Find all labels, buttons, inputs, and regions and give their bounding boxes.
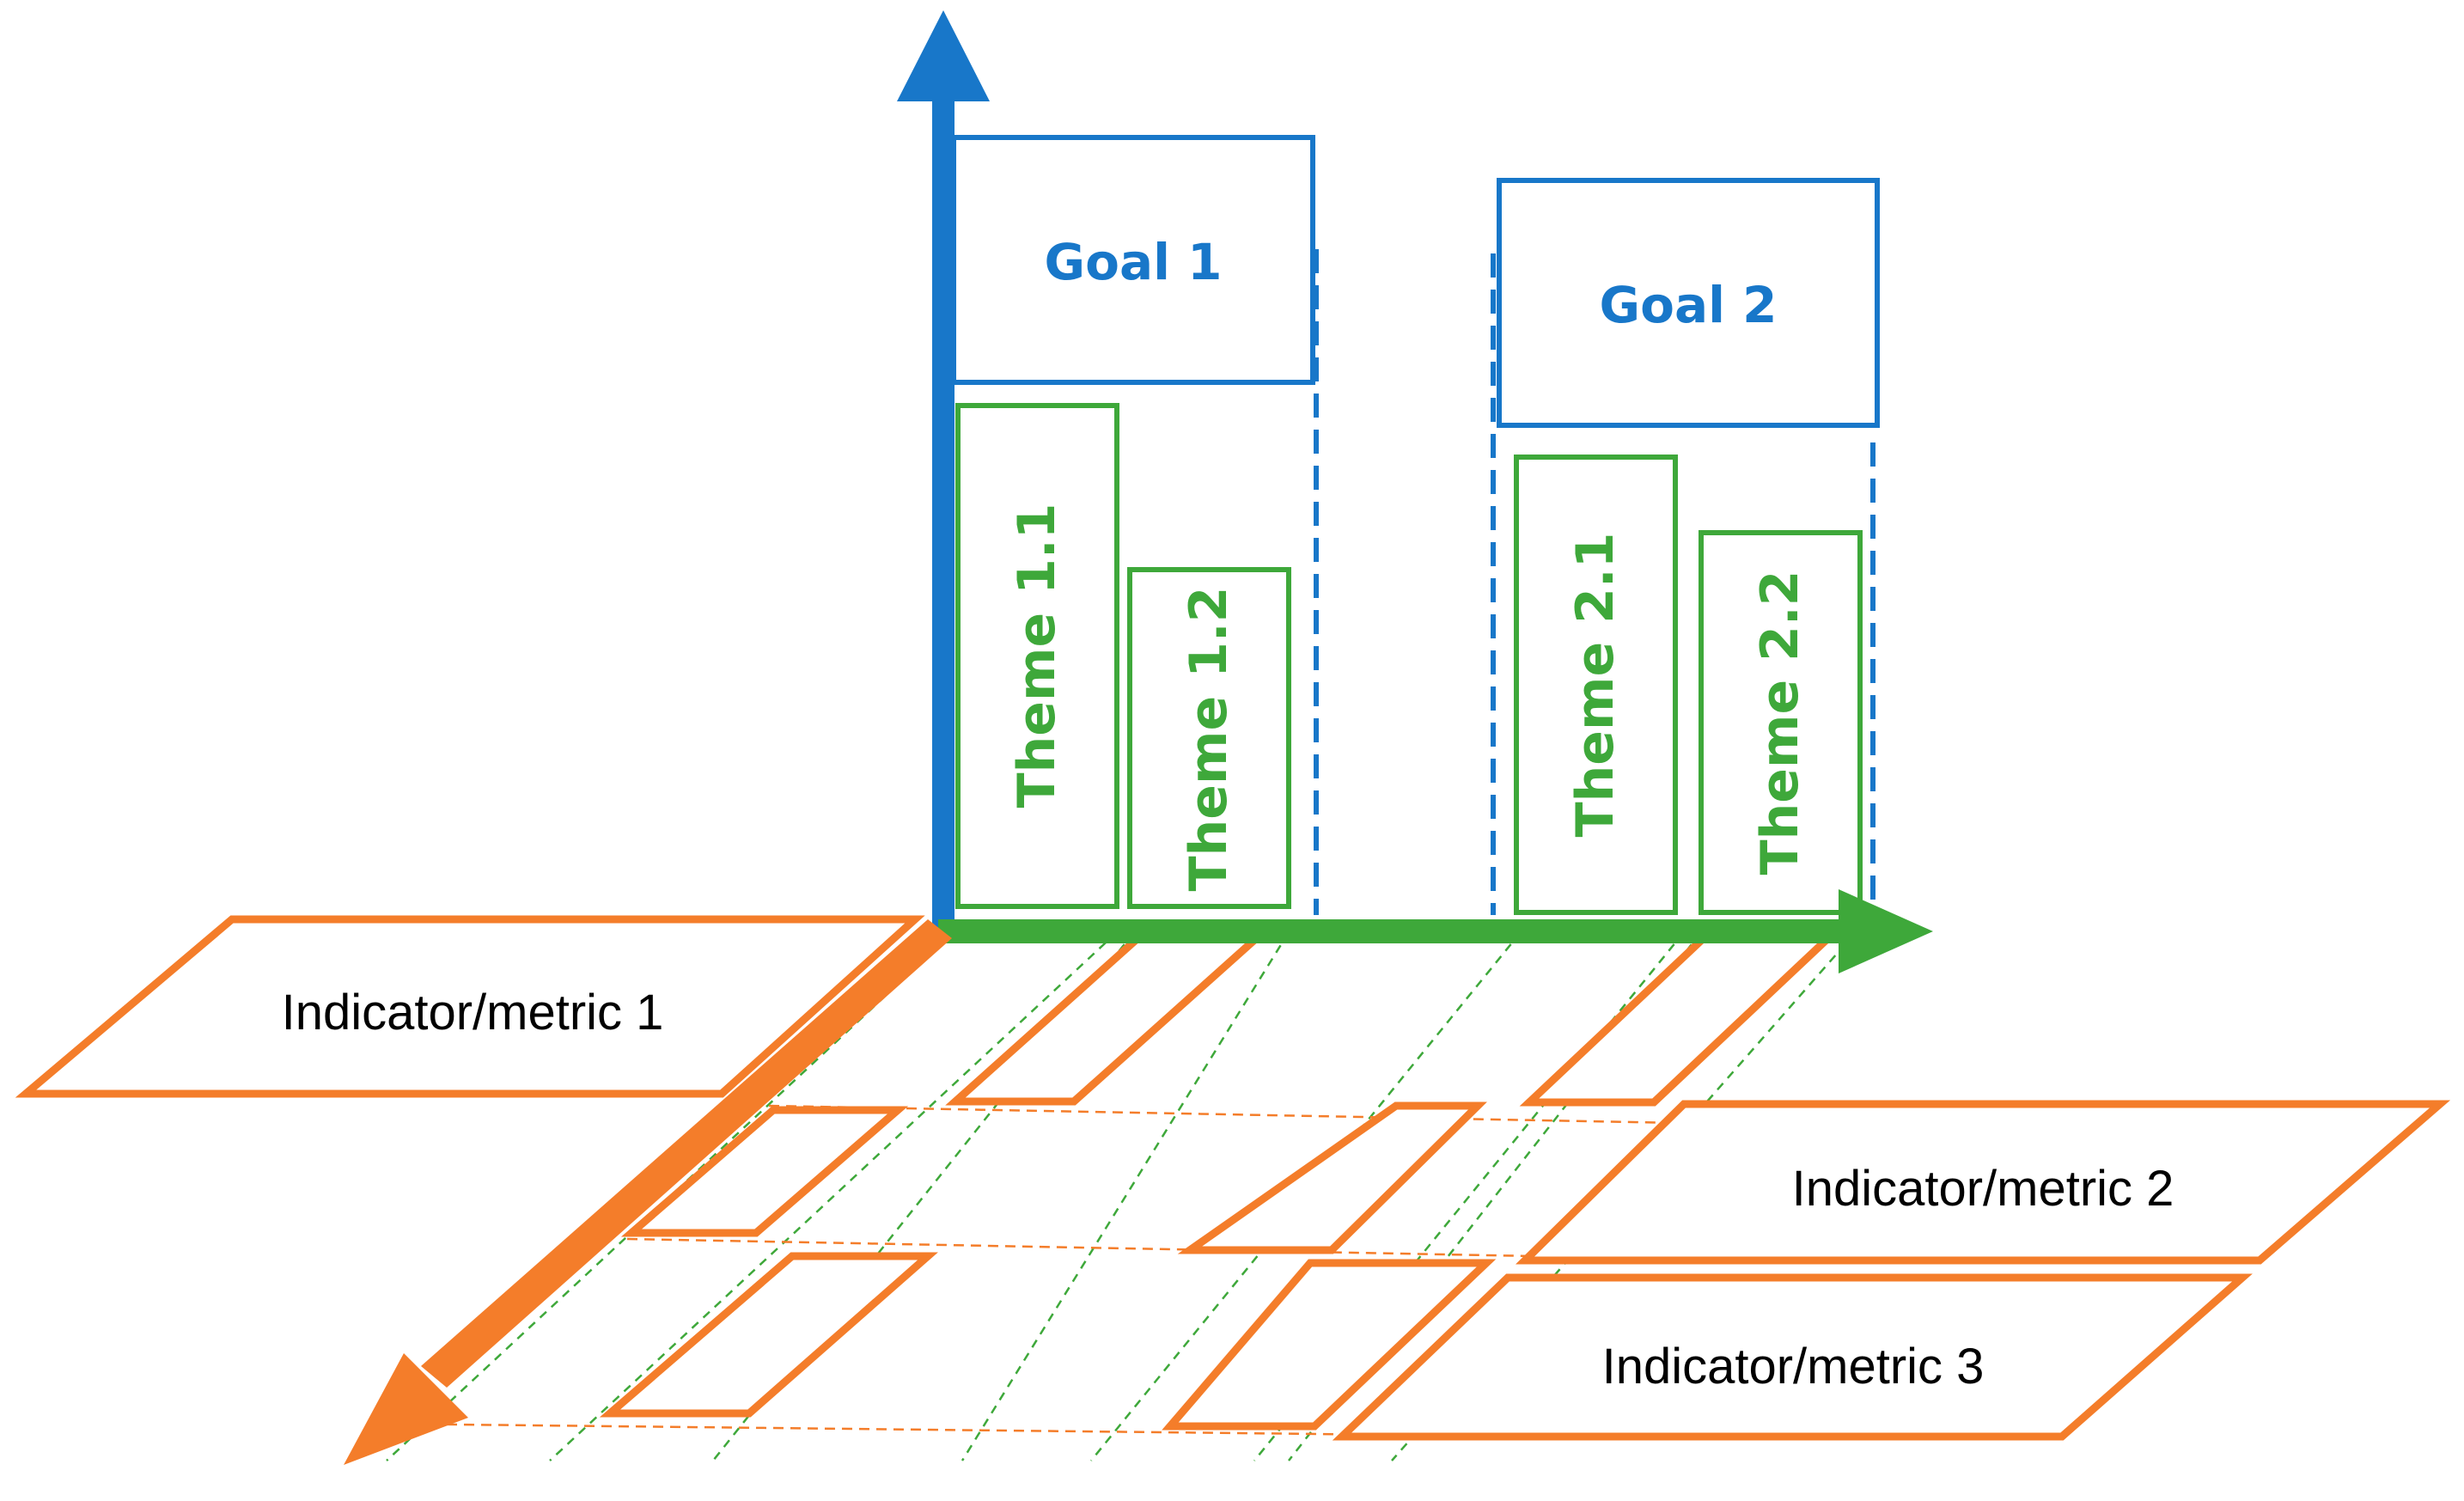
cell-3-theme-1-1 — [599, 1252, 938, 1418]
indicator-box-2: Indicator/metric 2 — [1516, 1100, 2451, 1265]
indicator-box-1: Indicator/metric 1 — [15, 915, 925, 1098]
goal-box-2: Goal 2 — [1497, 178, 1880, 428]
theme-box-1-2: Theme 1.2 — [1127, 567, 1291, 909]
theme-axis-arrow — [938, 889, 1933, 973]
theme-label-1-1: Theme 1.1 — [1007, 503, 1067, 808]
goal-box-1: Goal 1 — [951, 135, 1315, 385]
cell-2-theme-2-1 — [1177, 1101, 1487, 1254]
theme-label-2-2: Theme 2.2 — [1750, 571, 1810, 876]
goal-label-1: Goal 1 — [1044, 233, 1222, 291]
indicator-label-2: Indicator/metric 2 — [1792, 1161, 2174, 1217]
indicator-box-3: Indicator/metric 3 — [1332, 1273, 2253, 1441]
theme-box-1-1: Theme 1.1 — [955, 403, 1119, 909]
theme-box-2-1: Theme 2.1 — [1514, 455, 1678, 915]
goal-boundary-lines — [1314, 249, 1875, 915]
indicator-label-1: Indicator/metric 1 — [282, 985, 664, 1040]
theme-box-2-2: Theme 2.2 — [1699, 530, 1863, 915]
indicator-label-3: Indicator/metric 3 — [1602, 1339, 1985, 1394]
theme-label-2-1: Theme 2.1 — [1565, 533, 1625, 838]
goal-axis-arrow — [897, 10, 990, 932]
cell-1-theme-1-2 — [945, 930, 1272, 1106]
cell-2-theme-1-1 — [620, 1106, 909, 1237]
indicator-axis-arrow — [344, 919, 952, 1465]
cell-3-theme-2-1 — [1162, 1259, 1497, 1431]
indicator-guide-lines — [377, 1104, 1680, 1437]
goal-label-2: Goal 2 — [1599, 276, 1777, 334]
cell-1-theme-2-2 — [1519, 932, 1840, 1107]
theme-label-1-2: Theme 1.2 — [1179, 587, 1239, 892]
